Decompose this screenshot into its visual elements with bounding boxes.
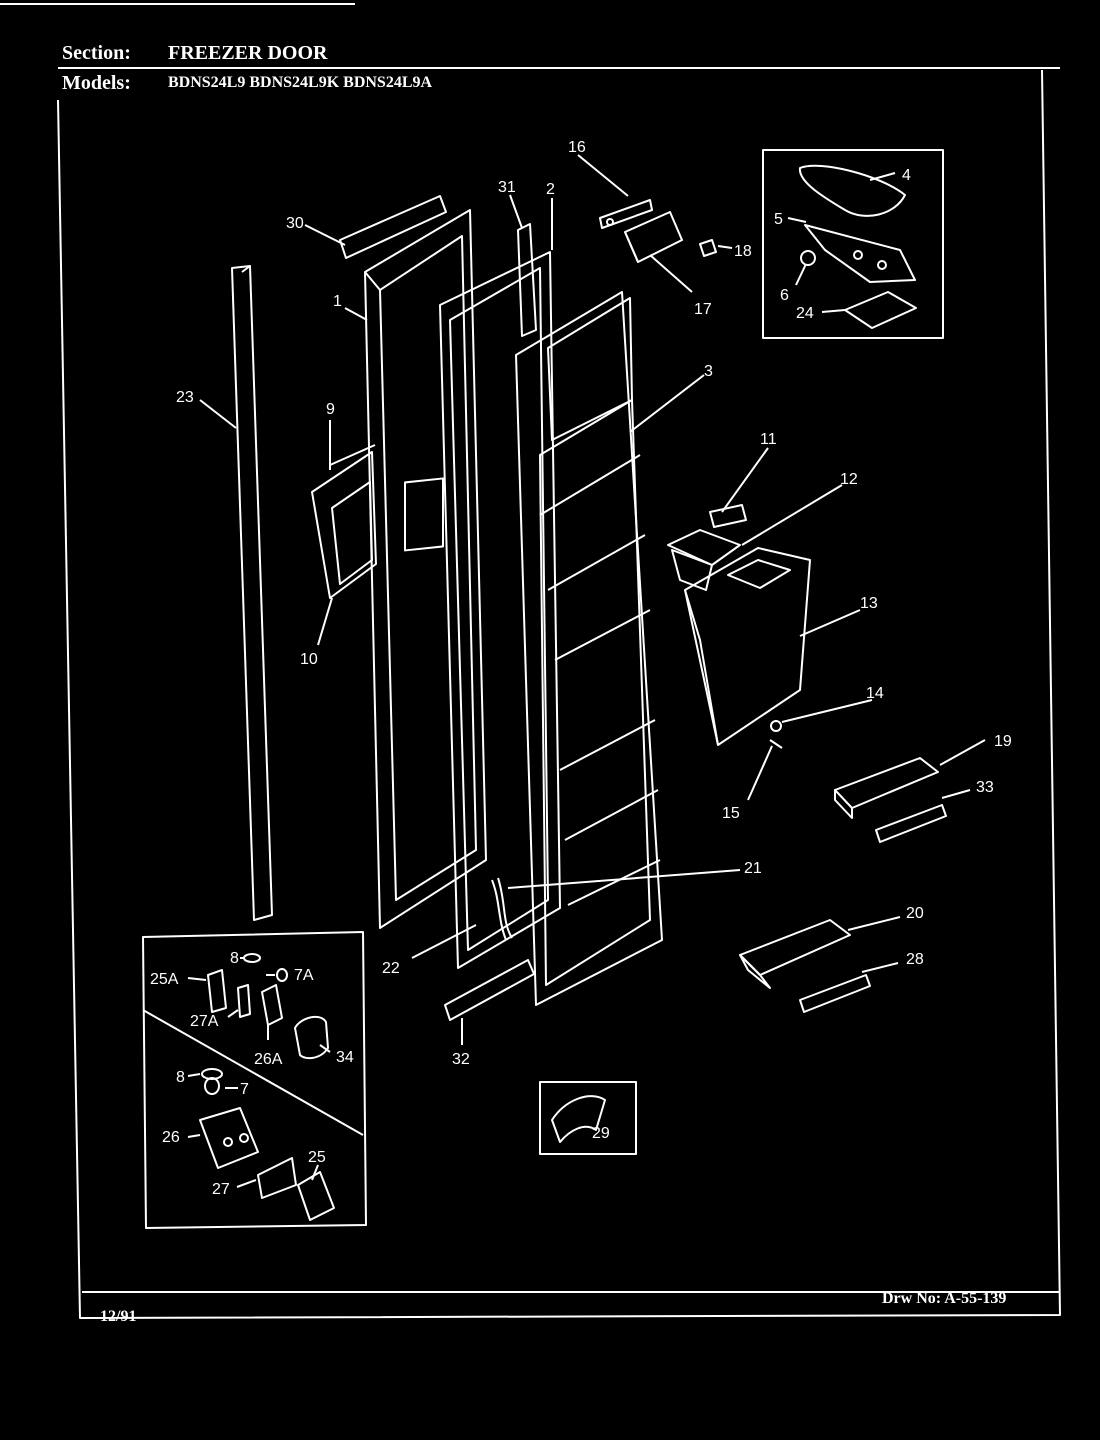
callout-18: 18 — [734, 243, 752, 260]
callout-5: 5 — [774, 211, 783, 228]
callout-24: 24 — [796, 305, 814, 322]
part-15-screw — [769, 739, 783, 749]
part-2-gasket — [439, 251, 561, 969]
callout-12: 12 — [840, 471, 858, 488]
callout-3: 3 — [704, 363, 713, 380]
part-31-strip — [517, 223, 537, 337]
inset-divider — [142, 1009, 364, 1136]
section-label: Section: — [62, 42, 131, 64]
callout-30: 30 — [286, 215, 304, 232]
callout-20: 20 — [906, 905, 924, 922]
part-24-shim — [844, 291, 917, 329]
part-4-hinge-cover — [798, 164, 906, 217]
part-14-washer — [770, 720, 782, 732]
part-1-door-panel — [364, 209, 487, 929]
callout-14: 14 — [866, 685, 884, 702]
callout-32: 32 — [452, 1051, 470, 1068]
part-22-wire-harness — [491, 877, 513, 941]
part-16-hinge-pin — [599, 199, 653, 229]
part-26-hinge-bracket — [199, 1107, 259, 1169]
part-8-washer-top — [243, 953, 261, 963]
part-3-inner-liner — [515, 291, 663, 1006]
part-11-actuator — [709, 504, 747, 528]
callout-4: 4 — [902, 167, 911, 184]
callout-9: 9 — [326, 401, 335, 418]
part-30-top-bracket — [339, 195, 447, 259]
inset-box-hinge — [762, 149, 944, 339]
part-12-chute-cup — [667, 529, 741, 591]
section-value: FREEZER DOOR — [168, 42, 328, 64]
part-18-screw — [699, 239, 717, 257]
part-27-shim — [257, 1157, 297, 1199]
part-20-shelf — [739, 919, 851, 989]
callout-34: 34 — [336, 1049, 354, 1066]
callout-33: 33 — [976, 779, 994, 796]
callout-6: 6 — [780, 287, 789, 304]
callout-29: 29 — [592, 1125, 610, 1142]
drawing-date: 12/91 — [100, 1308, 137, 1325]
part-17-hinge-block — [624, 211, 683, 263]
part-19-shelf — [834, 757, 939, 819]
callout-2: 2 — [546, 181, 555, 198]
callout-21: 21 — [744, 860, 762, 877]
callout-labels: 30 23 1 9 10 31 2 16 17 18 3 11 12 13 14… — [150, 139, 1012, 1198]
callout-7: 7 — [240, 1081, 249, 1098]
callout-23: 23 — [176, 389, 194, 406]
callout-19: 19 — [994, 733, 1012, 750]
part-26a-hinge-block — [261, 984, 283, 1026]
models-label: Models: — [62, 72, 131, 94]
callout-8-bottom: 8 — [176, 1069, 185, 1086]
callout-27: 27 — [212, 1181, 230, 1198]
part-25a-hinge — [207, 969, 227, 1013]
callout-8-top: 8 — [230, 950, 239, 967]
callout-28: 28 — [906, 951, 924, 968]
drawing-border — [57, 69, 1061, 1319]
part-33-shelf-insert — [875, 804, 947, 843]
callout-26: 26 — [162, 1129, 180, 1146]
part-25-hinge — [297, 1171, 335, 1221]
inset-leaders — [187, 957, 331, 1188]
part-6-washer — [800, 250, 816, 266]
callout-11: 11 — [760, 431, 777, 448]
callout-22: 22 — [382, 960, 400, 977]
callout-25a: 25A — [150, 971, 179, 988]
part-32-bottom-bracket — [444, 959, 535, 1021]
callout-7a: 7A — [294, 967, 314, 984]
callout-31: 31 — [498, 179, 516, 196]
callout-15: 15 — [722, 805, 740, 822]
callout-25: 25 — [308, 1149, 326, 1166]
callout-16: 16 — [568, 139, 586, 156]
callout-10: 10 — [300, 651, 318, 668]
part-28-shelf-insert — [799, 974, 871, 1013]
models-value: BDNS24L9 BDNS24L9K BDNS24L9A — [168, 74, 433, 91]
drawing-number: Drw No: A-55-139 — [882, 1290, 1007, 1307]
part-5-hinge-plate — [804, 224, 916, 283]
callout-26a: 26A — [254, 1051, 283, 1068]
part-9-dispenser-frame — [311, 444, 377, 599]
part-27a-shim — [237, 984, 251, 1018]
callout-1: 1 — [333, 293, 342, 310]
part-7a-bushing — [276, 968, 288, 982]
leader-lines — [199, 154, 986, 1045]
callout-13: 13 — [860, 595, 878, 612]
part-34-hinge-cover — [294, 1015, 329, 1060]
part-23-side-trim — [231, 265, 273, 921]
inset-box-hinge-kit — [142, 931, 367, 1229]
part-29-clip — [551, 1095, 606, 1143]
part-7-bushing — [204, 1077, 220, 1095]
part-13-dispenser-housing — [684, 547, 811, 746]
inset-box-part-29 — [539, 1081, 637, 1155]
callout-27a: 27A — [190, 1013, 219, 1030]
callout-17: 17 — [694, 301, 712, 318]
